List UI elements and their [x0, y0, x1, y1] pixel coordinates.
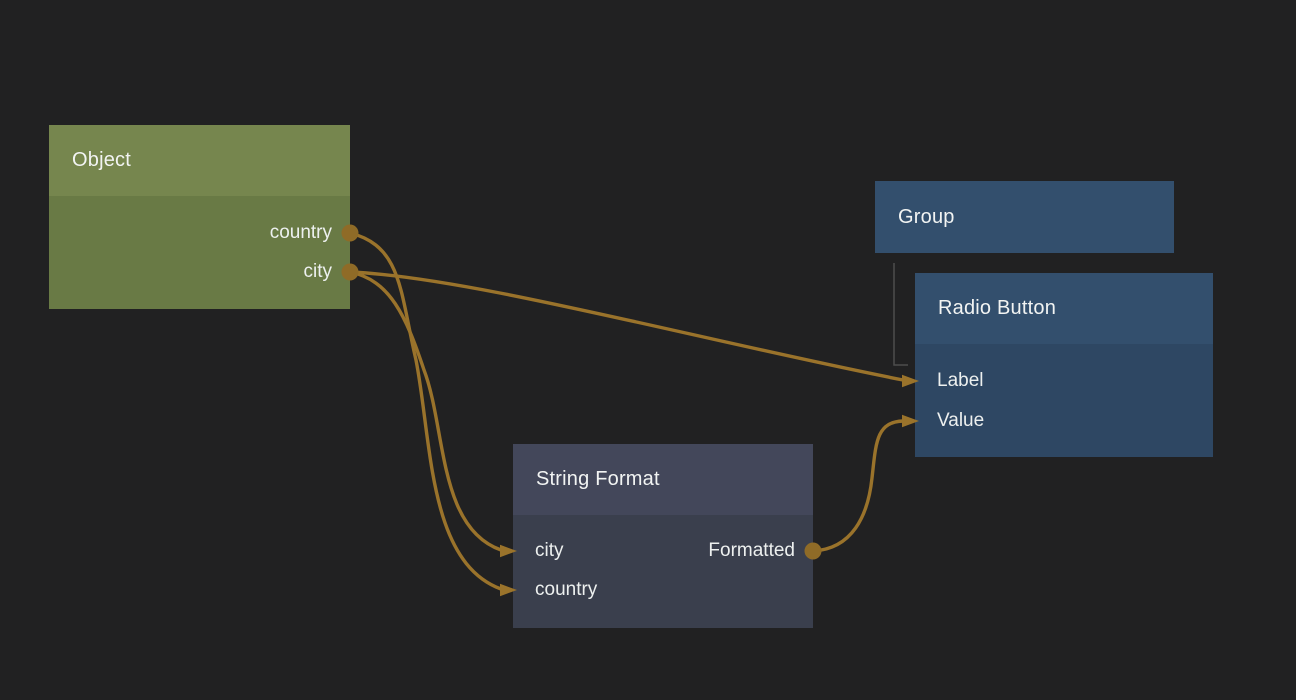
node-radio-button-body — [915, 344, 1213, 457]
node-string-format-body — [513, 515, 813, 628]
node-object[interactable]: Object country city — [49, 125, 350, 309]
edge-object-city-to-radiobutton-label[interactable] — [349, 270, 904, 382]
port-string-format-input-country[interactable]: country — [535, 579, 598, 600]
edge-object-city-to-stringformat-city[interactable] — [349, 270, 502, 552]
node-object-title: Object — [72, 149, 132, 171]
port-object-output-country[interactable]: country — [269, 222, 332, 243]
node-group-header[interactable]: Group — [875, 181, 1174, 253]
port-radio-button-input-value[interactable]: Value — [937, 410, 985, 431]
node-object-body — [49, 196, 350, 309]
port-string-format-input-city[interactable]: city — [535, 540, 564, 561]
port-object-output-city[interactable]: city — [303, 261, 333, 282]
port-string-format-output-formatted[interactable]: Formatted — [708, 540, 795, 561]
group-child-link-radio-button — [893, 263, 908, 366]
node-string-format-title: String Format — [536, 468, 660, 490]
node-group-title: Group — [898, 205, 955, 228]
edge-stringformat-formatted-to-radiobutton-value[interactable] — [812, 419, 904, 553]
edge-object-country-to-stringformat-country[interactable] — [349, 231, 502, 591]
node-string-format-header[interactable]: String Format — [513, 444, 813, 515]
port-radio-button-input-label[interactable]: Label — [937, 370, 984, 391]
node-group[interactable]: Group — [875, 181, 1174, 253]
node-radio-button-header[interactable]: Radio Button — [915, 273, 1213, 344]
node-string-format[interactable]: String Format city country Formatted — [513, 444, 813, 628]
node-object-header[interactable]: Object — [49, 125, 350, 196]
node-radio-button-title: Radio Button — [938, 297, 1057, 319]
